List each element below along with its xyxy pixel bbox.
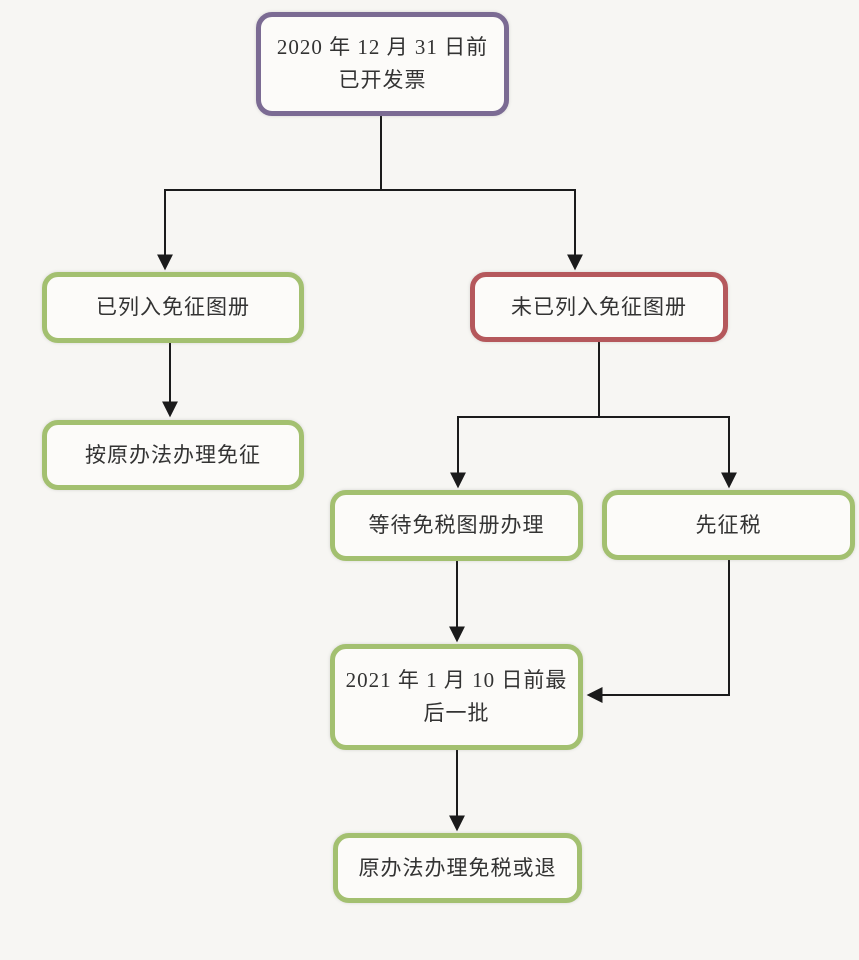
flow-node-wait-for-exemption-catalog: 等待免税图册办理 [330, 490, 583, 561]
flow-node-label: 2021 年 1 月 10 日前最 [345, 668, 568, 693]
flow-arrow-not-listed-to-tax-first [599, 416, 737, 489]
flow-node-label: 未已列入免征图册 [511, 294, 687, 319]
flow-arrow-tax-first-to-last-batch [586, 560, 730, 703]
flow-node-label: 按原办法办理免征 [85, 442, 261, 467]
flow-node-not-listed-in-exemption-catalog: 未已列入免征图册 [470, 272, 728, 342]
flow-node-last-batch-before-2021-01-10: 2021 年 1 月 10 日前最后一批 [330, 644, 583, 750]
flow-node-old-method-exempt-or-refund: 原办法办理免税或退 [333, 833, 582, 903]
flow-node-label: 等待免税图册办理 [368, 513, 545, 538]
flow-node-label: 后一批 [423, 701, 490, 725]
flow-node-label: 原办法办理免税或退 [358, 855, 557, 880]
flow-node-handle-exemption-old-method: 按原办法办理免征 [42, 420, 304, 490]
flow-arrow-start-to-listed [157, 116, 382, 271]
flow-node-invoiced-before-2020-12-31: 2020 年 12 月 31 日前已开发票 [256, 12, 509, 116]
flow-arrow-not-listed-to-wait [450, 342, 600, 489]
flow-node-tax-first: 先征税 [602, 490, 855, 560]
flow-node-label: 已列入免征图册 [96, 295, 250, 320]
flow-node-label: 先征税 [695, 512, 762, 537]
flow-arrow-start-to-not-listed [381, 189, 583, 271]
flow-node-label: 已开发票 [338, 68, 427, 92]
flow-node-label: 2020 年 12 月 31 日前 [276, 35, 489, 60]
flow-node-listed-in-exemption-catalog: 已列入免征图册 [42, 272, 304, 343]
